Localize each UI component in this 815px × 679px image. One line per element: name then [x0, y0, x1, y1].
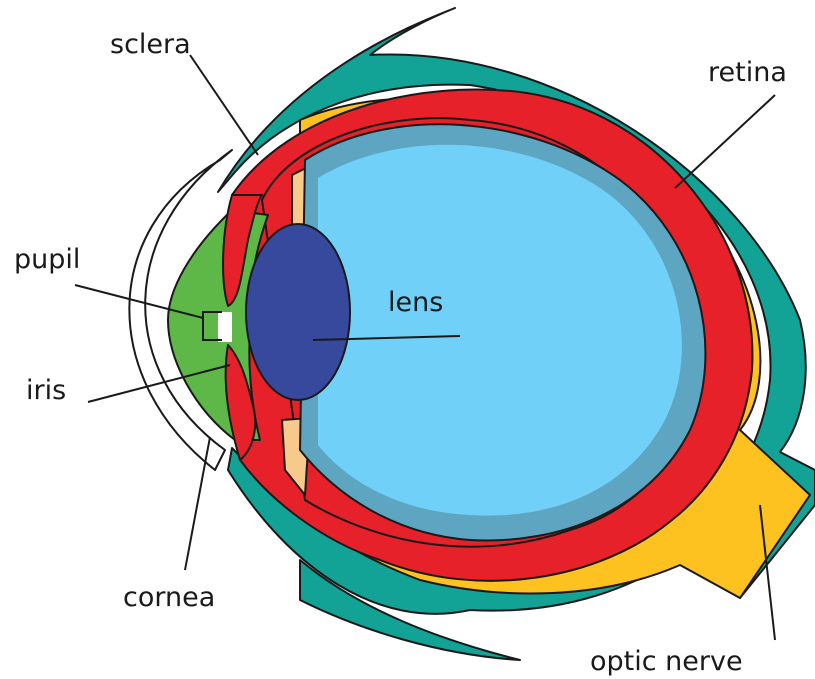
iris-label: iris — [26, 375, 66, 406]
cornea-leader — [185, 437, 210, 570]
optic-nerve-label: optic nerve — [590, 646, 743, 677]
lens-shape — [246, 224, 350, 400]
retina-label: retina — [708, 57, 787, 88]
sclera-label: sclera — [110, 29, 191, 60]
pupil-label: pupil — [14, 244, 80, 275]
sclera-leader — [190, 55, 258, 155]
lens-label: lens — [388, 287, 443, 318]
retina-leader — [675, 95, 775, 188]
pupil-gap — [218, 312, 232, 342]
cornea-label: cornea — [123, 582, 215, 613]
